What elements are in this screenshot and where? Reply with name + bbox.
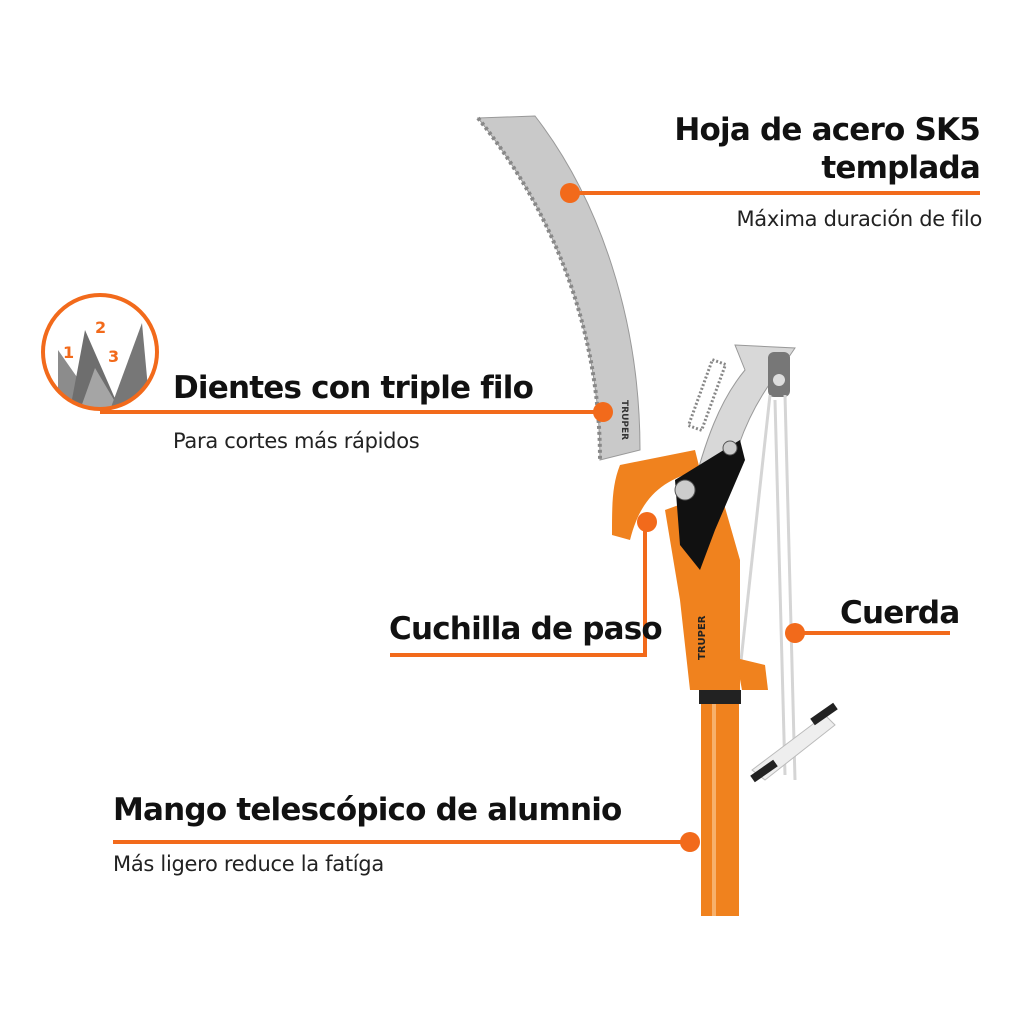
svg-text:1: 1 (63, 343, 74, 362)
bypass-title: Cuchilla de paso (389, 611, 663, 647)
handle-title: Mango telescópico de alumnio (113, 792, 622, 828)
rope-title: Cuerda (840, 595, 960, 631)
spring (686, 357, 728, 433)
blade-brand-text: TRUPER (619, 400, 629, 440)
callout-lines (100, 191, 980, 844)
tool-head: TRUPER (612, 440, 768, 690)
triple-edge-teeth-icon: 1 2 3 (41, 293, 159, 411)
teeth-title: Dientes con triple filo (173, 370, 534, 406)
rope-handle (750, 702, 838, 783)
saw-blade: TRUPER (476, 115, 641, 461)
handle-subtitle: Más ligero reduce la fatíga (113, 852, 384, 876)
handle-brand-text: TRUPER (697, 615, 708, 660)
pulley (768, 352, 790, 397)
teeth-subtitle: Para cortes más rápidos (173, 429, 420, 453)
telescopic-handle (699, 690, 741, 916)
blade-title-line1: Hoja de acero SK5 (674, 112, 980, 148)
callout-dots (560, 183, 805, 852)
blade-title-line2: templada (821, 150, 980, 186)
blade-subtitle: Máxima duración de filo (736, 207, 982, 231)
svg-text:3: 3 (108, 347, 119, 366)
svg-text:2: 2 (95, 318, 106, 337)
rope (738, 394, 797, 781)
